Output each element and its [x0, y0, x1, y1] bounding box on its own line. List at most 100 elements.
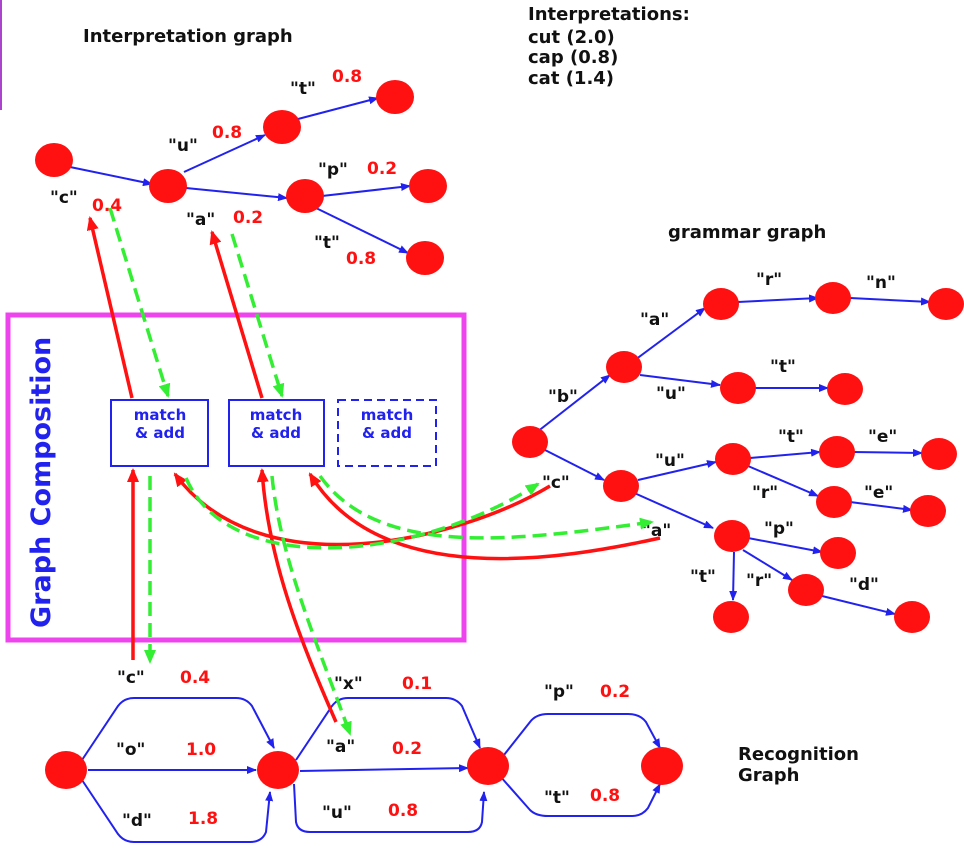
recog-label-o: "o": [116, 740, 145, 760]
recog-edge-t: [499, 775, 661, 817]
gram-edge-u2: [637, 460, 717, 481]
interp-weight-u: 0.8: [212, 123, 242, 143]
gram-label-n: "n": [866, 273, 896, 293]
recognition-graph: [81, 697, 661, 843]
recog-node-1: [257, 751, 299, 789]
interp-node-4: [286, 179, 324, 213]
interp-node-6: [406, 241, 444, 275]
recog-label-c: "c": [117, 668, 145, 688]
gram-edge-p: [747, 537, 823, 555]
gram-edge-b: [536, 374, 611, 433]
interpretation-graph-title: Interpretation graph: [83, 26, 293, 47]
gram-label-r: "r": [756, 270, 782, 290]
interp-weight-a: 0.2: [233, 208, 263, 228]
red-arrow-gram-c-to-box1: [173, 472, 551, 547]
graph-composition-label: Graph Composition: [26, 337, 57, 628]
recog-label-d: "d": [122, 811, 152, 831]
recog-label-a: "a": [326, 737, 355, 757]
recog-label-x: "x": [334, 674, 363, 694]
gram-label-p: "p": [764, 519, 794, 539]
gram-node-d: [894, 601, 930, 633]
grammar-graph: [536, 294, 931, 616]
green-arrow-interp-c-to-box1: [108, 207, 171, 398]
gram-edge-a2: [631, 491, 714, 529]
recog-edge-x: [295, 697, 481, 761]
gram-edge-d: [821, 595, 896, 616]
gram-label-r2: "r": [752, 483, 778, 503]
match-add-box-1-line1: match: [134, 406, 187, 424]
gram-edge-a: [634, 307, 706, 361]
interp-edge-p: [321, 183, 411, 197]
gram-label-r3: "r": [746, 571, 772, 591]
gram-node-t3: [713, 601, 749, 633]
red-arrow-recog-a-to-box2: [256, 468, 338, 723]
interp-edge-c: [69, 166, 153, 187]
match-add-box-1-line2: & add: [135, 424, 185, 442]
recog-node-3: [641, 747, 683, 785]
recognition-graph-title-line2: Graph: [738, 765, 800, 786]
gram-label-u2: "u": [655, 451, 685, 471]
gram-node-n: [928, 288, 964, 320]
recog-edge-c: [81, 697, 275, 761]
gram-edge-c: [544, 449, 605, 481]
red-arrow-box2-to-interp-a: [209, 230, 264, 399]
gram-edge-r2: [747, 465, 819, 497]
gram-node-root: [512, 426, 548, 458]
gram-node-p: [820, 537, 856, 569]
interp-node-1: [149, 169, 187, 203]
gram-label-b: "b": [548, 387, 578, 407]
recog-weight-c: 0.4: [180, 668, 210, 688]
match-add-box-3-dashed: match & add: [337, 399, 437, 467]
gram-node-t2: [819, 436, 855, 468]
interp-node-2: [263, 110, 301, 144]
interp-label-t2: "t": [314, 233, 340, 253]
recog-weight-p: 0.2: [600, 682, 630, 702]
interpretation-item-cap: cap (0.8): [528, 47, 618, 68]
interp-weight-t2: 0.8: [346, 249, 376, 269]
recog-edge-p: [499, 713, 661, 761]
recognition-graph-nodes: [45, 747, 683, 789]
green-arrow-interp-a-to-box2: [230, 233, 285, 398]
interpretation-item-cut: cut (2.0): [528, 27, 615, 48]
interp-edge-t2: [315, 207, 409, 254]
gram-node-u2: [715, 443, 751, 475]
gram-node-e2: [910, 495, 946, 527]
interp-edge-a: [185, 187, 288, 202]
gram-edge-e2: [849, 501, 913, 513]
recog-weight-t: 0.8: [590, 786, 620, 806]
recog-weight-a: 0.2: [392, 739, 422, 759]
green-arrow-box1-to-gram-c: [184, 477, 540, 550]
interp-label-c: "c": [50, 188, 78, 208]
grammar-graph-nodes: [512, 282, 964, 633]
red-arrow-box1-to-interp-c: [86, 216, 134, 399]
gram-node-c: [603, 470, 639, 502]
green-arrow-box3-to-gram-a: [318, 474, 654, 540]
interp-weight-t1: 0.8: [332, 67, 362, 87]
green-arrow-box2-to-recog-a: [270, 475, 352, 736]
interpretation-graph: [69, 96, 411, 254]
graph-composition-frame: [5, 312, 467, 643]
red-arrows: [86, 216, 661, 723]
gram-label-t1: "t": [770, 357, 796, 377]
gram-label-e1: "e": [868, 427, 897, 447]
interp-label-t1: "t": [290, 79, 316, 99]
recog-label-p: "p": [544, 682, 574, 702]
interp-edge-u: [183, 134, 266, 173]
interp-node-3: [376, 80, 414, 114]
gram-node-e1: [921, 438, 957, 470]
recog-weight-o: 1.0: [186, 740, 216, 760]
recog-label-t: "t": [544, 788, 570, 808]
gram-node-t1: [827, 373, 863, 405]
interpretations-heading: Interpretations:: [528, 4, 690, 25]
gram-label-u1: "u": [656, 384, 686, 404]
match-add-box-3-line1: match: [361, 406, 414, 424]
recog-node-0: [45, 751, 87, 789]
gram-label-d: "d": [849, 575, 879, 595]
gram-node-r2: [816, 486, 852, 518]
gram-edge-e1: [851, 448, 923, 457]
gram-label-e2: "e": [864, 483, 893, 503]
recog-edge-d: [81, 779, 274, 843]
gram-node-u1: [720, 372, 756, 404]
interp-label-p: "p": [318, 160, 348, 180]
interp-edge-t1: [297, 96, 379, 120]
